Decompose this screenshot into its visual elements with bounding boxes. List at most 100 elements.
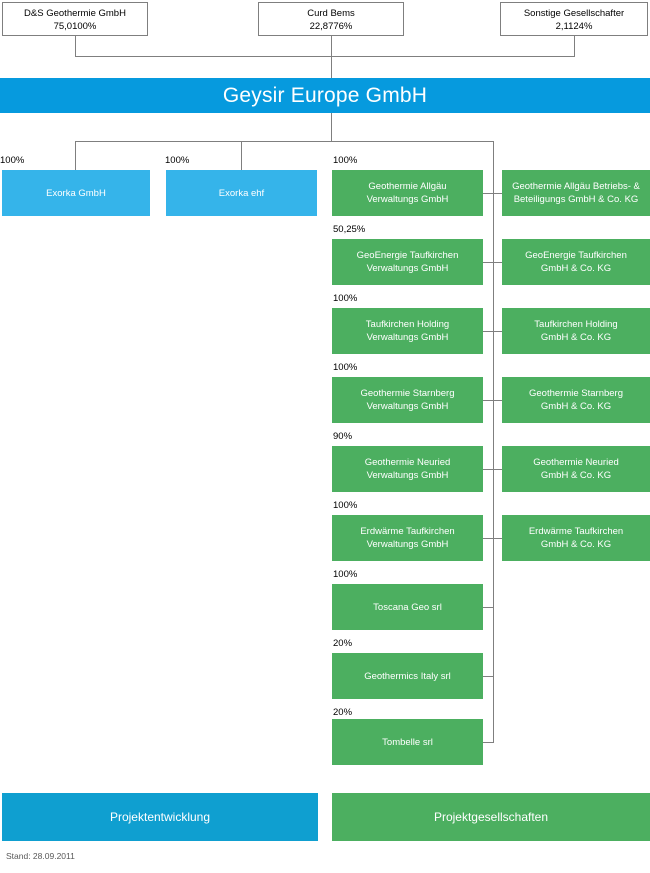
entity-label-line2: GmbH & Co. KG: [540, 332, 612, 343]
percent-label-project-3: 100%: [333, 362, 358, 373]
entity-label: Exorka ehf: [218, 187, 265, 199]
legend-label: Projektgesellschaften: [433, 810, 549, 824]
entity-verwaltung-6[interactable]: Toscana Geo srl: [332, 584, 483, 630]
entity-label-line2: GmbH & Co. KG: [540, 263, 612, 274]
entity-kg-4[interactable]: Geothermie Neuried GmbH & Co. KG: [502, 446, 650, 492]
connector-shareholder-bus: [75, 56, 575, 57]
entity-label-line1: Taufkirchen Holding: [534, 319, 618, 330]
entity-label: Geothermie Allgäu Betriebs- & Beteiligun…: [508, 180, 644, 206]
entity-label: Taufkirchen Holding GmbH & Co. KG: [530, 318, 621, 344]
entity-verwaltung-4[interactable]: Geothermie Neuried Verwaltungs GmbH: [332, 446, 483, 492]
entity-label-line1: Taufkirchen Holding: [365, 319, 450, 330]
entity-verwaltung-3[interactable]: Geothermie Starnberg Verwaltungs GmbH: [332, 377, 483, 423]
connector-pair-8: [483, 742, 494, 743]
entity-label-line1: Erdwärme Taufkirchen: [528, 526, 624, 537]
entity-label-line1: Erdwärme Taufkirchen: [360, 526, 455, 537]
percent-label-project-2: 100%: [333, 293, 358, 304]
entity-label-line2: Verwaltungs GmbH: [366, 539, 449, 550]
entity-label: Geothermie Allgäu Verwaltungs GmbH: [363, 180, 453, 206]
entity-label-line1: GeoEnergie Taufkirchen: [525, 250, 627, 261]
entity-label-line2: Verwaltungs GmbH: [366, 401, 449, 412]
shareholder-box-2[interactable]: Sonstige Gesellschafter 2,1124%: [500, 2, 648, 36]
entity-kg-0[interactable]: Geothermie Allgäu Betriebs- & Beteiligun…: [502, 170, 650, 216]
entity-label-line2: Verwaltungs GmbH: [366, 470, 449, 481]
entity-label-line1: GeoEnergie Taufkirchen: [356, 250, 459, 261]
entity-label-line1: Geothermie Starnberg: [529, 388, 623, 399]
percent-label-project-5: 100%: [333, 500, 358, 511]
connector-pair-3: [483, 400, 502, 401]
shareholder-percent: 75,0100%: [53, 21, 97, 32]
shareholder-percent: 2,1124%: [555, 21, 593, 32]
connector-project-spine: [493, 141, 494, 742]
entity-kg-2[interactable]: Taufkirchen Holding GmbH & Co. KG: [502, 308, 650, 354]
percent-label-exorka-ehf: 100%: [165, 155, 190, 166]
percent-label-project-0: 100%: [333, 155, 358, 166]
shareholder-name: D&S Geothermie GmbH: [24, 8, 126, 19]
status-date: Stand: 28.09.2011: [6, 851, 75, 861]
shareholder-name: Curd Bems: [307, 8, 355, 19]
entity-verwaltung-8[interactable]: Tombelle srl: [332, 719, 483, 765]
entity-verwaltung-5[interactable]: Erdwärme Taufkirchen Verwaltungs GmbH: [332, 515, 483, 561]
connector-branch-exorka-ehf: [241, 141, 242, 170]
entity-label-line2: GmbH & Co. KG: [540, 539, 612, 550]
entity-label: Toscana Geo srl: [373, 601, 442, 613]
entity-label-line2: GmbH & Co. KG: [540, 401, 612, 412]
percent-label-exorka-gmbh: 100%: [0, 155, 25, 166]
entity-kg-5[interactable]: Erdwärme Taufkirchen GmbH & Co. KG: [502, 515, 650, 561]
legend-label: Projektentwicklung: [109, 810, 211, 824]
connector-branch-exorka-gmbh: [75, 141, 76, 170]
entity-label: Geothermics Italy srl: [364, 670, 451, 682]
entity-exorka-gmbh[interactable]: Exorka GmbH: [2, 170, 150, 216]
connector-parent-drop: [331, 113, 332, 142]
shareholder-box-1[interactable]: Curd Bems 22,8776%: [258, 2, 404, 36]
entity-label: GeoEnergie Taufkirchen GmbH & Co. KG: [521, 249, 631, 275]
entity-kg-1[interactable]: GeoEnergie Taufkirchen GmbH & Co. KG: [502, 239, 650, 285]
connector-pair-5: [483, 538, 502, 539]
entity-exorka-ehf[interactable]: Exorka ehf: [166, 170, 317, 216]
entity-label-line1: Geothermie Allgäu: [368, 181, 447, 192]
entity-kg-3[interactable]: Geothermie Starnberg GmbH & Co. KG: [502, 377, 650, 423]
shareholder-percent: 22,8776%: [309, 21, 353, 32]
entity-label: Exorka GmbH: [46, 187, 106, 199]
connector-branch-bus: [75, 141, 494, 142]
entity-label: Geothermie Neuried Verwaltungs GmbH: [361, 456, 455, 482]
percent-label-project-6: 100%: [333, 569, 358, 580]
percent-label-project-8: 20%: [333, 707, 353, 718]
entity-label-line1: Geothermie Starnberg: [360, 388, 455, 399]
percent-label-project-7: 20%: [333, 638, 353, 649]
connector-pair-2: [483, 331, 502, 332]
connector-shareholder-2-drop: [574, 36, 575, 57]
entity-verwaltung-7[interactable]: Geothermics Italy srl: [332, 653, 483, 699]
entity-label-line2: GmbH & Co. KG: [540, 470, 612, 481]
entity-label: Erdwärme Taufkirchen GmbH & Co. KG: [525, 525, 627, 551]
entity-label: Taufkirchen Holding Verwaltungs GmbH: [362, 318, 453, 344]
shareholder-box-0[interactable]: D&S Geothermie GmbH 75,0100%: [2, 2, 148, 36]
entity-label-line2: Verwaltungs GmbH: [366, 332, 449, 343]
connector-pair-6: [483, 607, 494, 608]
parent-company-bar[interactable]: Geysir Europe GmbH: [0, 78, 650, 113]
entity-verwaltung-1[interactable]: GeoEnergie Taufkirchen Verwaltungs GmbH: [332, 239, 483, 285]
entity-label: Tombelle srl: [382, 736, 433, 748]
entity-label: Geothermie Neuried GmbH & Co. KG: [529, 456, 623, 482]
entity-verwaltung-2[interactable]: Taufkirchen Holding Verwaltungs GmbH: [332, 308, 483, 354]
connector-pair-7: [483, 676, 494, 677]
entity-label-line2: Beteiligungs GmbH & Co. KG: [513, 194, 639, 205]
percent-label-project-4: 90%: [333, 431, 353, 442]
legend-projektentwicklung[interactable]: Projektentwicklung: [2, 793, 318, 841]
shareholder-name: Sonstige Gesellschafter: [523, 8, 625, 19]
entity-label: Erdwärme Taufkirchen Verwaltungs GmbH: [356, 525, 458, 551]
percent-label-project-1: 50,25%: [333, 224, 366, 235]
legend-projektgesellschaften[interactable]: Projektgesellschaften: [332, 793, 650, 841]
connector-pair-1: [483, 262, 502, 263]
entity-label: GeoEnergie Taufkirchen Verwaltungs GmbH: [353, 249, 463, 275]
connector-pair-4: [483, 469, 502, 470]
entity-label-line1: Geothermie Neuried: [364, 457, 451, 468]
entity-label-line2: Verwaltungs GmbH: [366, 194, 449, 205]
entity-label-line2: Verwaltungs GmbH: [366, 263, 449, 274]
connector-shareholder-1-drop: [331, 36, 332, 78]
entity-label-line1: Geothermie Neuried: [533, 457, 619, 468]
parent-company-name: Geysir Europe GmbH: [222, 84, 428, 107]
entity-label: Geothermie Starnberg GmbH & Co. KG: [525, 387, 627, 413]
entity-verwaltung-0[interactable]: Geothermie Allgäu Verwaltungs GmbH: [332, 170, 483, 216]
